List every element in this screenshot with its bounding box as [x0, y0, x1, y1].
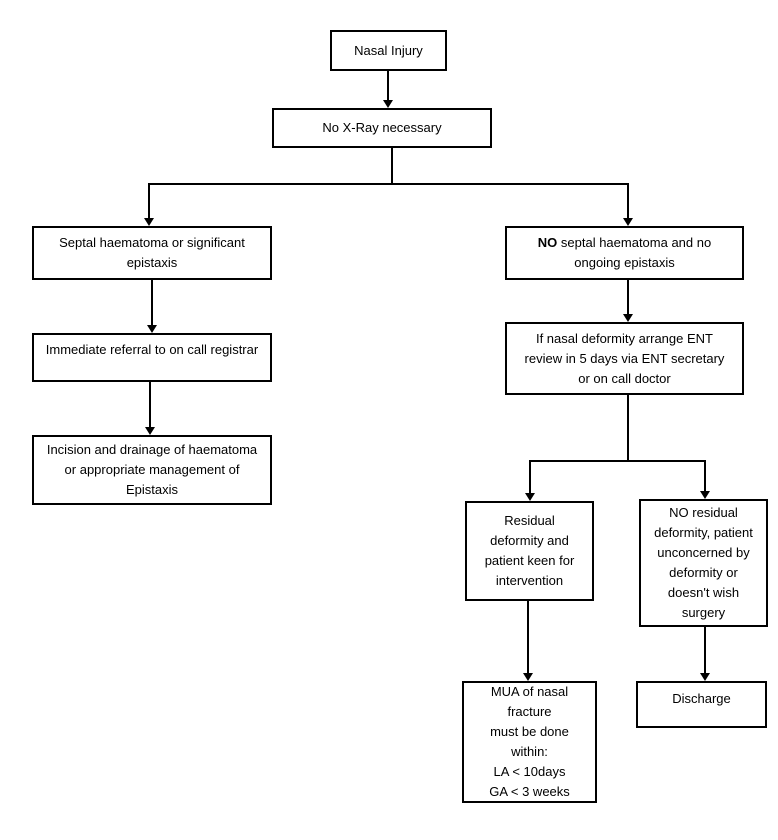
arrowhead-down-icon — [623, 314, 633, 322]
node-no-septal-haematoma-label: NO septal haematoma and no ongoing epist… — [537, 235, 712, 270]
node-mua: MUA of nasal fracture must be done withi… — [462, 681, 597, 803]
node-residual-deformity-label: Residual deformity and patient keen for … — [484, 513, 575, 588]
node-discharge-label: Discharge — [672, 691, 731, 706]
node-mua-label: MUA of nasal fracture must be done withi… — [489, 684, 570, 799]
connector-line — [151, 280, 153, 325]
arrowhead-down-icon — [700, 491, 710, 499]
node-incision-drainage-label: Incision and drainage of haematoma or ap… — [46, 442, 258, 497]
arrowhead-down-icon — [700, 673, 710, 681]
arrowhead-down-icon — [144, 218, 154, 226]
node-no-xray-label: No X-Ray necessary — [322, 120, 442, 135]
node-nasal-injury-label: Nasal Injury — [354, 42, 423, 58]
connector-line — [704, 627, 706, 673]
connector-line — [148, 183, 150, 218]
arrowhead-down-icon — [523, 673, 533, 681]
connector-line — [391, 148, 393, 185]
node-incision-drainage: Incision and drainage of haematoma or ap… — [32, 435, 272, 505]
connector-line — [149, 382, 151, 427]
connector-line — [387, 71, 389, 101]
connector-line — [627, 280, 629, 314]
node-no-xray: No X-Ray necessary — [272, 108, 492, 148]
node-ent-review-label: If nasal deformity arrange ENT review in… — [524, 330, 725, 386]
node-septal-haematoma: Septal haematoma or significant epistaxi… — [32, 226, 272, 280]
connector-line — [529, 460, 706, 462]
node-immediate-referral-label: Immediate referral to on call registrar — [45, 342, 259, 357]
arrowhead-down-icon — [147, 325, 157, 333]
arrowhead-down-icon — [525, 493, 535, 501]
node-no-residual-deformity-label: NO residual deformity, patient unconcern… — [654, 505, 753, 620]
arrowhead-down-icon — [145, 427, 155, 435]
node-immediate-referral: Immediate referral to on call registrar — [32, 333, 272, 382]
node-residual-deformity: Residual deformity and patient keen for … — [465, 501, 594, 601]
arrowhead-down-icon — [383, 100, 393, 108]
connector-line — [529, 460, 531, 493]
node-nasal-injury: Nasal Injury — [330, 30, 447, 71]
connector-line — [627, 395, 629, 462]
node-discharge: Discharge — [636, 681, 767, 728]
node-no-septal-haematoma: NO septal haematoma and no ongoing epist… — [505, 226, 744, 280]
node-no-residual-deformity: NO residual deformity, patient unconcern… — [639, 499, 768, 627]
connector-line — [527, 601, 529, 673]
arrowhead-down-icon — [623, 218, 633, 226]
connector-line — [148, 183, 629, 185]
connector-line — [627, 183, 629, 218]
connector-line — [704, 460, 706, 491]
node-septal-haematoma-label: Septal haematoma or significant epistaxi… — [59, 235, 245, 270]
node-ent-review: If nasal deformity arrange ENT review in… — [505, 322, 744, 395]
